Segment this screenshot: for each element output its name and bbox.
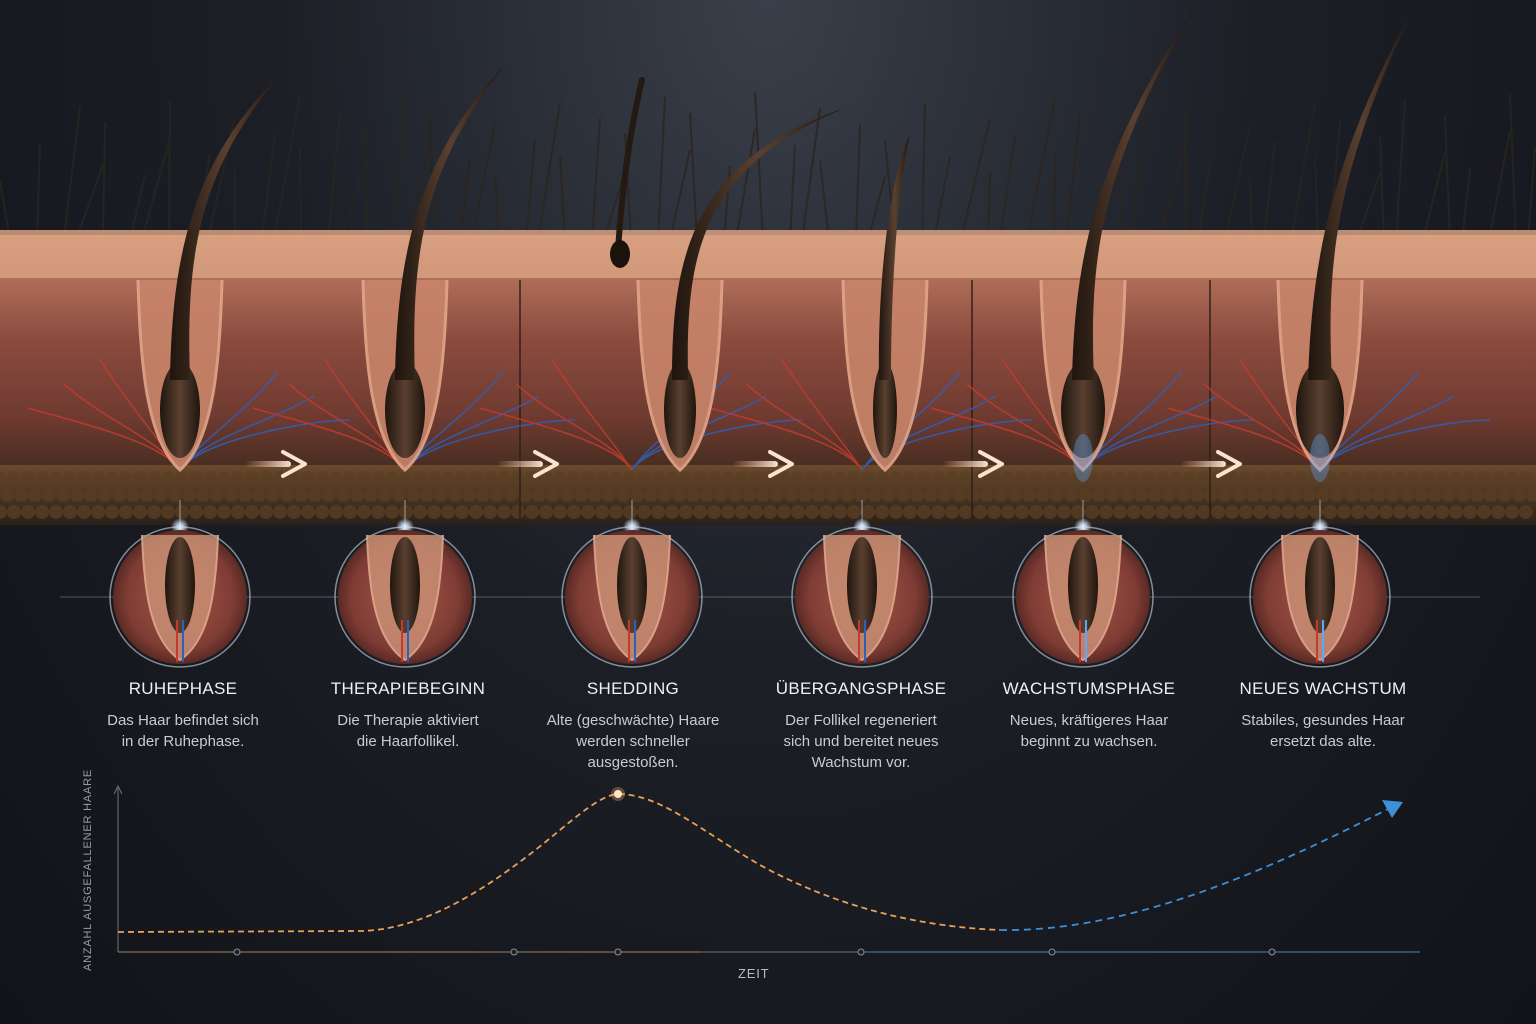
chart-x-tick — [1268, 948, 1276, 956]
chart-x-axis-label: ZEIT — [738, 966, 770, 981]
detail-circle — [791, 500, 933, 668]
phase-arrow-icon — [1180, 450, 1242, 478]
chart-curve-shedding — [117, 793, 1001, 933]
detail-circle — [1249, 500, 1391, 668]
chart-curve-regrowth — [999, 807, 1391, 931]
detail-circle — [334, 500, 476, 668]
phase-arrows — [245, 450, 1242, 478]
phase-description-5: Neues, kräftigeres Haar beginnt zu wachs… — [1009, 712, 1169, 750]
chart-y-arrow — [113, 784, 123, 795]
segment-dividers — [519, 280, 1211, 525]
phase-title-1: RUHEPHASE — [128, 679, 238, 698]
phase-title-4: ÜBERGANGSPHASE — [775, 679, 947, 698]
phase-title-5: WACHSTUMSPHASE — [1002, 679, 1176, 698]
phase-title-3: SHEDDING — [586, 679, 680, 698]
phase-description-6: Stabiles, gesundes Haar ersetzt das alte… — [1241, 712, 1405, 750]
chart-curve-arrowhead — [1382, 800, 1403, 818]
detail-circle — [1012, 500, 1154, 668]
background-hairs — [0, 90, 1536, 241]
hair-follicles — [136, 5, 1415, 482]
phase-arrow-icon — [497, 450, 559, 478]
phase-description-1: Das Haar befindet sich in der Ruhephase. — [107, 712, 259, 750]
fat-cells — [0, 471, 1536, 519]
chart-x-tick — [1048, 948, 1056, 956]
detail-circle — [561, 500, 703, 668]
chart-x-tick — [510, 948, 518, 956]
skin-surface — [0, 230, 1536, 278]
phase-description-4: Der Follikel regeneriert sich und bereit… — [783, 712, 939, 771]
chart-y-axis-label: ANZAHL AUSGEFALLENER HAARE — [82, 769, 94, 971]
phase-title-2: THERAPIEBEGINN — [330, 679, 486, 698]
chart-x-tick — [233, 948, 241, 956]
chart-x-tick — [857, 948, 865, 956]
phase-arrow-icon — [942, 450, 1004, 478]
detail-circle — [109, 500, 251, 668]
detail-circles — [109, 500, 1391, 668]
phase-title-6: NEUES WACHSTUM — [1239, 679, 1407, 698]
phase-description-2: Die Therapie aktiviert die Haarfollikel. — [337, 712, 479, 750]
chart-peak-point-core — [614, 790, 622, 798]
chart-x-tick — [614, 948, 622, 956]
phase-arrow-icon — [245, 450, 307, 478]
chart-x-ticks — [233, 948, 1276, 956]
phase-description-3: Alte (geschwächte) Haare werden schnelle… — [546, 712, 720, 771]
shed-hair — [610, 77, 645, 268]
phase-arrow-icon — [732, 450, 794, 478]
hair-loss-chart — [113, 784, 1420, 956]
